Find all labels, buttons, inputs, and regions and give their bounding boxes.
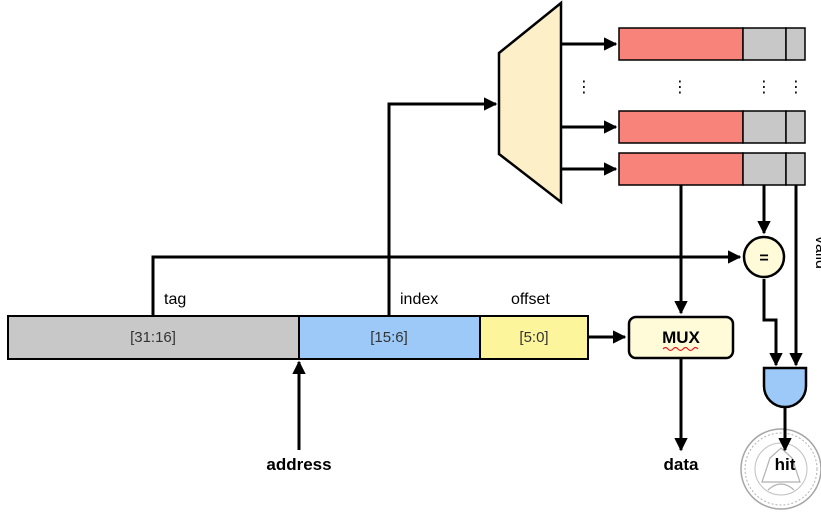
cache-row xyxy=(618,27,806,61)
ellipsis-dots: ⋮ xyxy=(576,79,592,96)
tag-bits: [31:16] xyxy=(130,329,176,346)
cache-data-block xyxy=(618,27,744,61)
valid-label: valid xyxy=(812,236,821,269)
comparator-symbol: = xyxy=(759,250,768,267)
tag-field xyxy=(7,315,300,360)
spellcheck-underline xyxy=(662,346,699,352)
data-label: data xyxy=(664,455,700,474)
index-field xyxy=(298,315,481,360)
and-gate xyxy=(762,366,808,409)
address-label: address xyxy=(266,455,331,474)
offset-label: offset xyxy=(511,291,550,308)
index-bits: [15:6] xyxy=(370,329,408,346)
index-wire xyxy=(387,97,498,316)
ellipsis-dots: ⋮ xyxy=(788,79,804,96)
ellipsis-dots: ⋮ xyxy=(756,79,772,96)
cache-valid-bit xyxy=(785,152,806,186)
offset-field xyxy=(479,315,589,360)
index-label: index xyxy=(400,291,438,308)
tag-wire xyxy=(151,250,742,316)
cache-data-block xyxy=(618,152,744,186)
cache-valid-bit xyxy=(785,110,806,144)
offset-bits: [5:0] xyxy=(519,329,548,346)
index-decoder xyxy=(497,0,563,205)
cache-valid-bit xyxy=(785,27,806,61)
ellipsis-dots: ⋮ xyxy=(672,79,688,96)
cache-data-block xyxy=(618,110,744,144)
cache-tag-block xyxy=(742,110,787,144)
cache-row xyxy=(618,152,806,186)
hit-label: hit xyxy=(775,455,796,474)
cache-row xyxy=(618,110,806,144)
data-mux xyxy=(627,315,735,360)
compare-result-wire xyxy=(762,279,783,367)
cache-tag-block xyxy=(742,152,787,186)
mux-label: MUX xyxy=(662,328,700,347)
tag-comparator xyxy=(742,235,786,279)
cache-tag-block xyxy=(742,27,787,61)
tag-label: tag xyxy=(164,291,186,308)
